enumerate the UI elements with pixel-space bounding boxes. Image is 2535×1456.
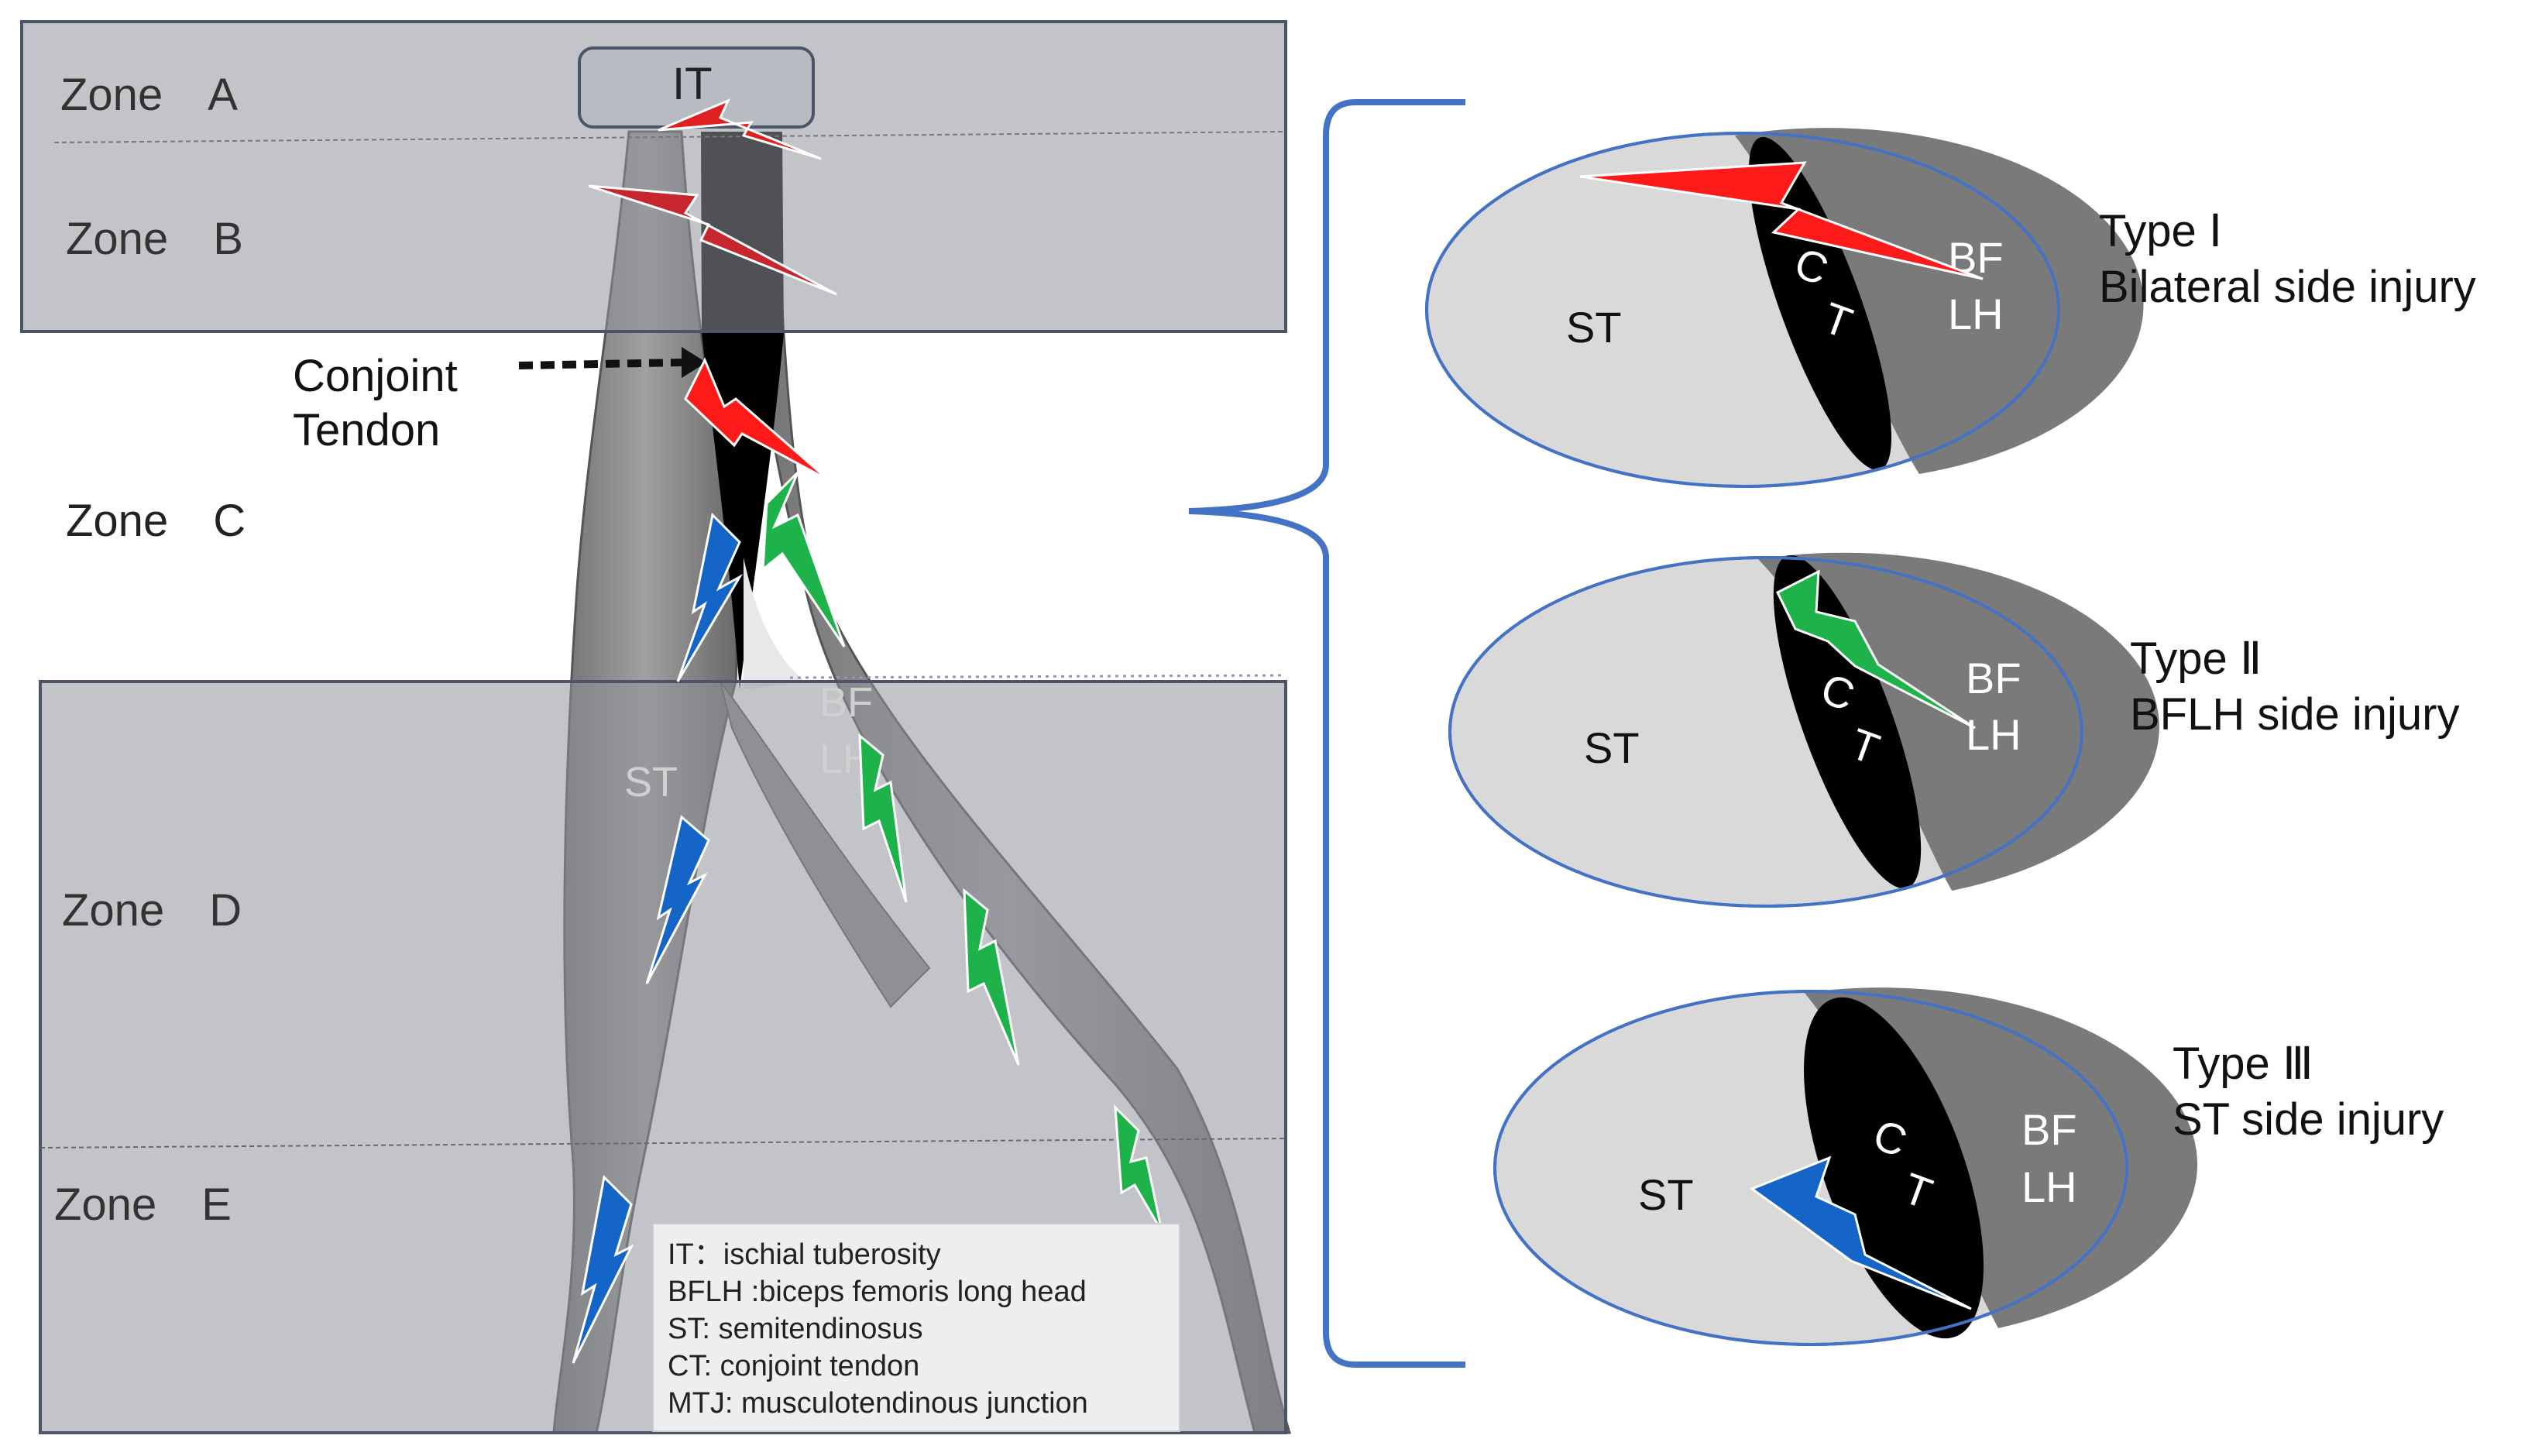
red-bolt-zone-b [588,184,837,296]
blue-bolt-zone-c [676,512,744,682]
tendon-gap-highlight [744,558,805,689]
anatomy-injury-bolts [572,98,1163,1364]
legend-item-st: ST: semitendinosus [668,1313,923,1345]
type-1-cross-section: ST C T BF LH Type Ⅰ Bilateral side injur… [1425,128,2476,488]
blue-bolt-zone-e [572,1174,634,1364]
type-3-title: Type Ⅲ [2173,1039,2313,1089]
type-2-lh-label: LH [1966,710,2021,759]
legend-item-ct: CT: conjoint tendon [668,1350,919,1382]
legend-item-it: IT：ischial tuberosity [668,1238,941,1271]
legend-item-mtj: MTJ: musculotendinous junction [668,1387,1088,1420]
type-2-conjoint-tendon [1773,555,1922,889]
type-2-outline [1448,556,2083,908]
type-1-injury-bolt [1579,161,1984,280]
type-2-bf-label: BF [1966,654,2021,702]
green-bolt-zone-d-1 [858,733,908,903]
red-bolt-zone-a [658,98,822,160]
type-3-outline [1493,990,2128,1346]
type-2-st-label: ST [1584,723,1640,772]
type-1-conjoint-tendon [1748,137,1892,470]
type-3-subtitle: ST side injury [2173,1094,2444,1145]
conjoint-tendon-arrowhead [682,347,706,378]
zone-c-bracket [1188,99,1465,1368]
conjoint-tendon-arrow-line [518,359,682,369]
zone-c-top-dotted [789,674,1286,679]
conjoint-tendon-label-line1: Conjoint [293,351,458,401]
green-bolt-zone-d-2 [963,888,1020,1066]
zone-b-label: Zone B [66,214,243,264]
type-3-injury-bolt [1749,1156,1972,1310]
type-1-outline [1425,132,2060,488]
zone-a-label: Zone A [60,70,238,120]
type-1-subtitle: Bilateral side injury [2099,262,2476,312]
type-2-title: Type Ⅱ [2130,634,2262,684]
type-2-subtitle: BFLH side injury [2130,689,2459,740]
type-3-bf-label: BF [2021,1105,2077,1154]
type-3-lh-label: LH [2021,1162,2077,1211]
legend-item-bflh: BFLH :biceps femoris long head [668,1276,1087,1308]
zone-ab-divider [53,131,1286,143]
bflh-muscle-label-line1: BF [819,679,873,726]
type-1-title: Type Ⅰ [2099,206,2222,256]
zone-d-label: Zone D [62,885,242,936]
green-bolt-zone-c [761,471,846,647]
st-muscle-label: ST [624,759,678,805]
zone-e-label: Zone E [54,1180,232,1230]
green-bolt-zone-e [1114,1104,1163,1232]
anatomy-panel: IT Zone A Zone B Zone C Zone D Zone E Co… [20,20,1292,1434]
conjoint-tendon-label-line2: Tendon [293,405,440,455]
type-3-st-label: ST [1638,1170,1694,1219]
red-bolt-zone-c [684,357,830,482]
type-1-bflh-region [1735,128,2144,474]
type-2-cross-section: ST C T BF LH Type Ⅱ BFLH side injury [1448,552,2459,908]
it-label: IT [672,59,713,109]
type-1-st-label: ST [1566,303,1622,352]
type-2-injury-bolt [1776,569,1976,730]
legend-box [652,1223,1180,1432]
type-1-bf-label: BF [1948,233,2004,282]
type-3-conjoint-tendon [1804,997,1984,1339]
type-3-cross-section: ST C T BF LH Type Ⅲ ST side injury [1493,987,2444,1346]
zone-c-label: Zone C [66,496,246,546]
type-1-lh-label: LH [1948,290,2004,338]
zone-de-divider [40,1138,1286,1149]
blue-bolt-zone-d [645,815,710,984]
